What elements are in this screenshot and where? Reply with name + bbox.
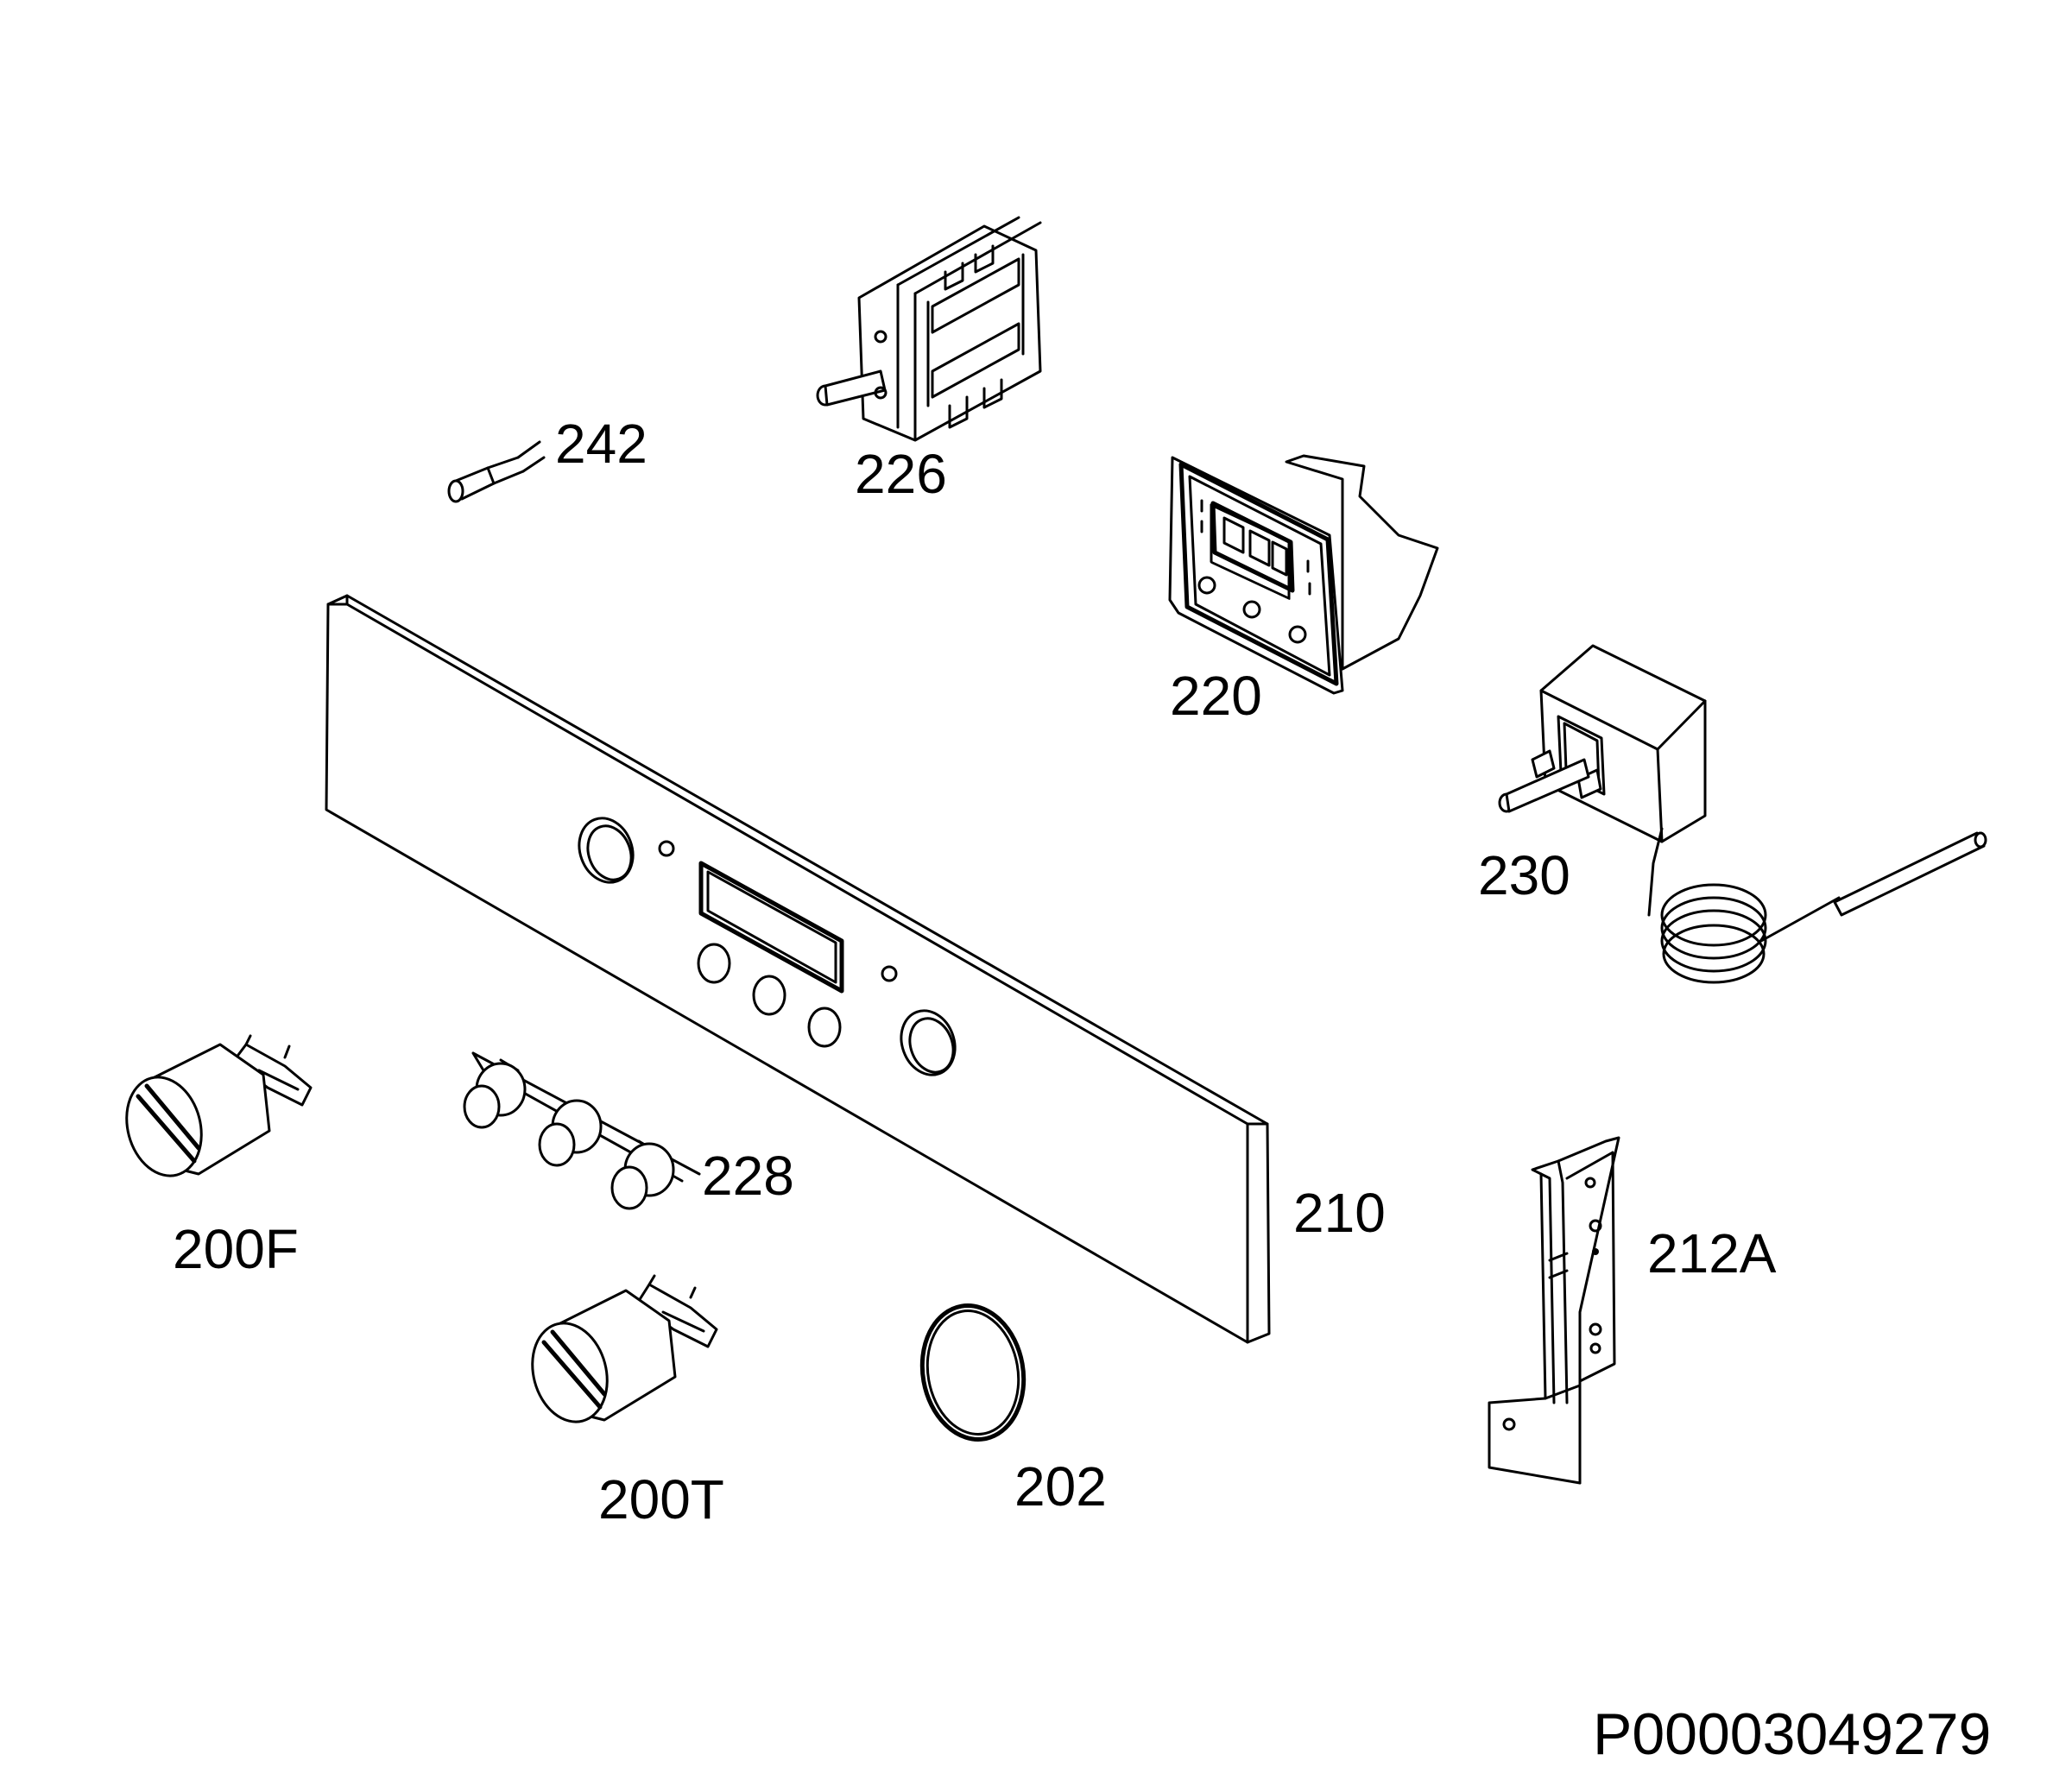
label-200T: 200T (598, 1468, 724, 1530)
part-228-push-buttons (463, 1051, 701, 1210)
label-242: 242 (555, 413, 648, 475)
label-228: 228 (702, 1145, 794, 1207)
part-202-ring (919, 1303, 1027, 1442)
drawing-code: P00003049279 (1593, 1701, 1992, 1767)
part-242-pin (447, 440, 546, 503)
label-202: 202 (1014, 1455, 1107, 1518)
part-200F-knob (125, 1034, 313, 1177)
label-230: 230 (1478, 844, 1570, 906)
part-226-selector-switch (816, 216, 1042, 442)
part-212A-bracket (1488, 1136, 1620, 1485)
label-210: 210 (1293, 1182, 1386, 1244)
label-220: 220 (1170, 665, 1262, 727)
label-226: 226 (855, 443, 947, 505)
part-220-timer-display (1168, 454, 1439, 695)
label-212A: 212A (1647, 1222, 1777, 1284)
label-200F: 200F (173, 1218, 299, 1280)
part-210-control-panel (325, 594, 1271, 1344)
part-230-thermostat (1498, 644, 1987, 984)
part-200T-knob (531, 1274, 718, 1423)
